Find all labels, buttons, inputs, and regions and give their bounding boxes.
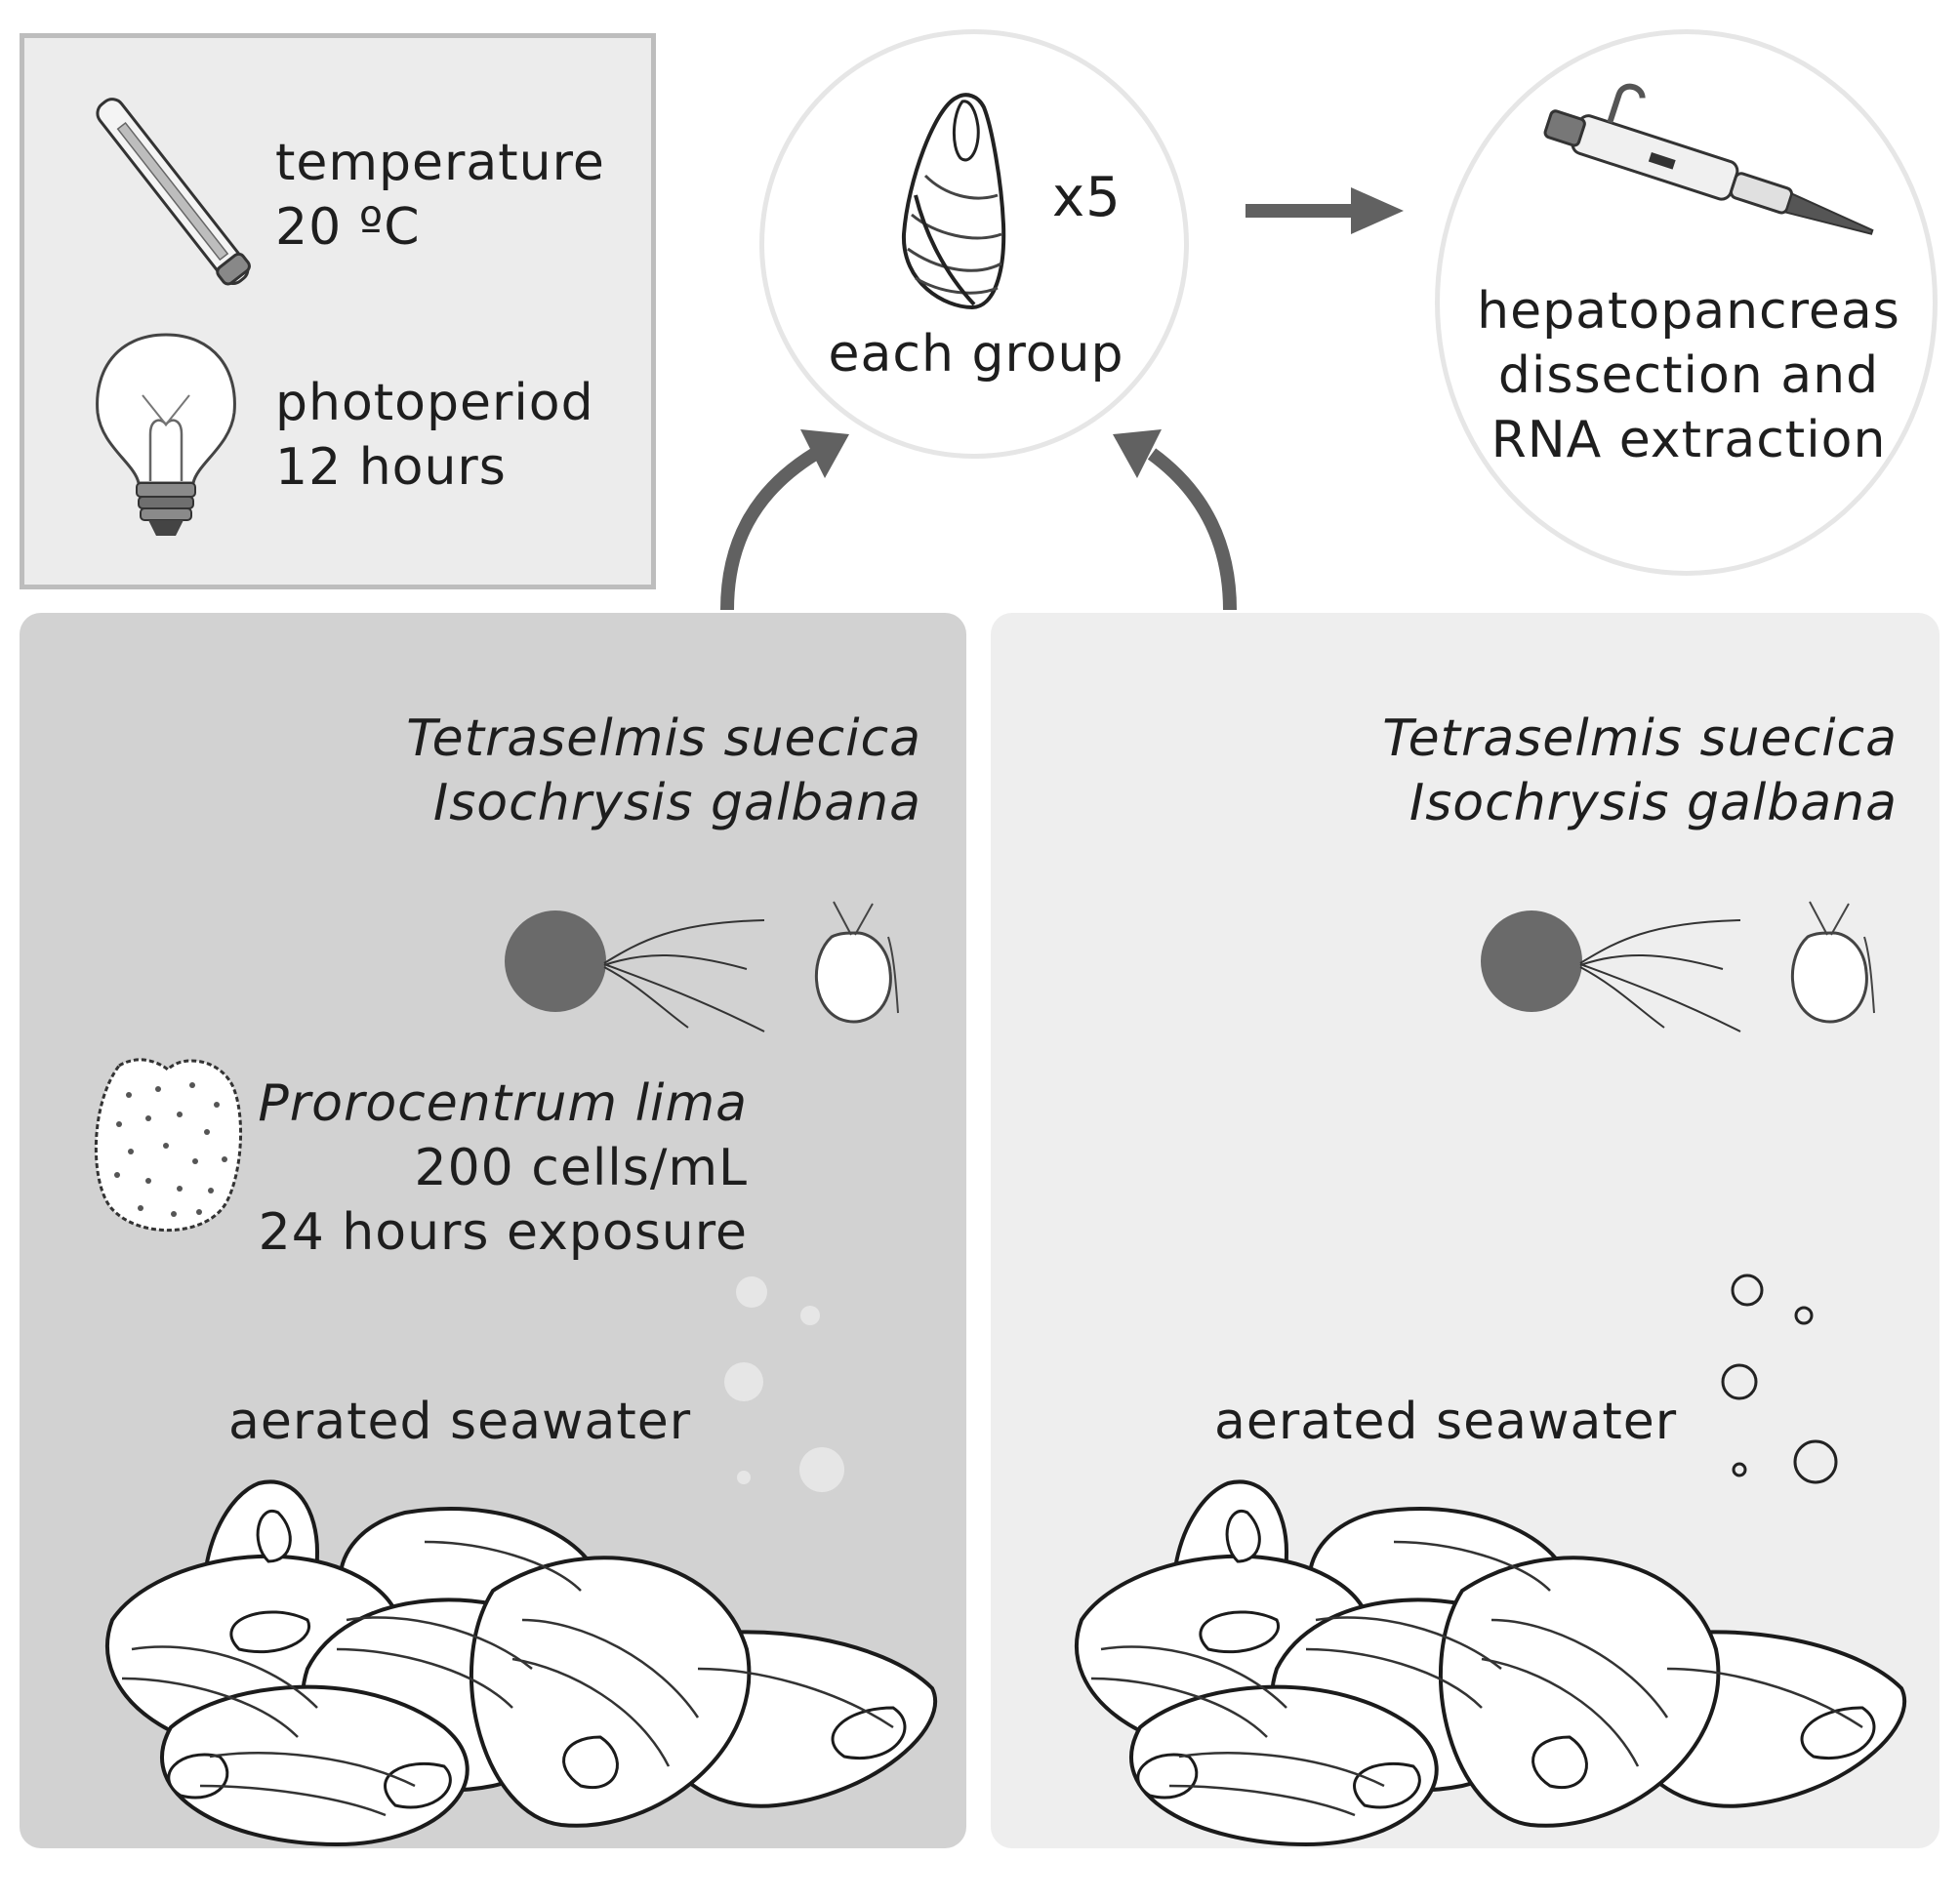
sampling-caption: each group — [828, 325, 1124, 384]
processing-line-2: dissection and — [1497, 346, 1880, 405]
pipette-icon — [1543, 83, 1874, 235]
temperature-value: 20 ºC — [275, 198, 421, 257]
toxic-species: Prorocentrum lima — [258, 1074, 748, 1133]
temperature-label: temperature — [275, 134, 605, 192]
bubbles-icon — [1721, 1274, 1838, 1484]
exposed-diet-species-1: Tetraselmis suecica — [406, 709, 921, 768]
prorocentrum-cell-icon — [94, 1058, 243, 1233]
mussel-cluster-icon — [104, 1479, 937, 1847]
control-diet-species-2: Isochrysis galbana — [1409, 774, 1898, 832]
exposed-water: aerated seawater — [228, 1393, 692, 1451]
exposed-diet-species-2: Isochrysis galbana — [432, 774, 921, 832]
exposed-to-sampling-arrow — [720, 429, 849, 611]
tetraselmis-cell-icon — [1481, 910, 1741, 1032]
processing-circle — [1435, 29, 1938, 576]
exposure-duration: 24 hours exposure — [258, 1203, 748, 1262]
toxic-concentration: 200 cells/mL — [414, 1139, 748, 1197]
isochrysis-cell-icon — [1790, 901, 1875, 1024]
mussel-cluster-icon — [1074, 1479, 1906, 1847]
bubbles-icon — [724, 1276, 844, 1492]
light-bulb-icon — [96, 333, 236, 536]
processing-line-3: RNA extraction — [1490, 411, 1887, 469]
multiplier-label: x5 — [1052, 166, 1122, 229]
photoperiod-label: photoperiod — [275, 374, 594, 432]
control-diet-species-1: Tetraselmis suecica — [1382, 709, 1898, 768]
isochrysis-cell-icon — [814, 901, 899, 1024]
tetraselmis-cell-icon — [505, 910, 765, 1032]
thermometer-icon — [96, 98, 251, 286]
control-water: aerated seawater — [1214, 1393, 1678, 1451]
photoperiod-value: 12 hours — [275, 438, 507, 497]
processing-line-1: hepatopancreas — [1477, 282, 1900, 341]
right-arrow — [1245, 187, 1404, 234]
mussel-icon — [901, 93, 1006, 310]
control-to-sampling-arrow — [1113, 429, 1237, 611]
